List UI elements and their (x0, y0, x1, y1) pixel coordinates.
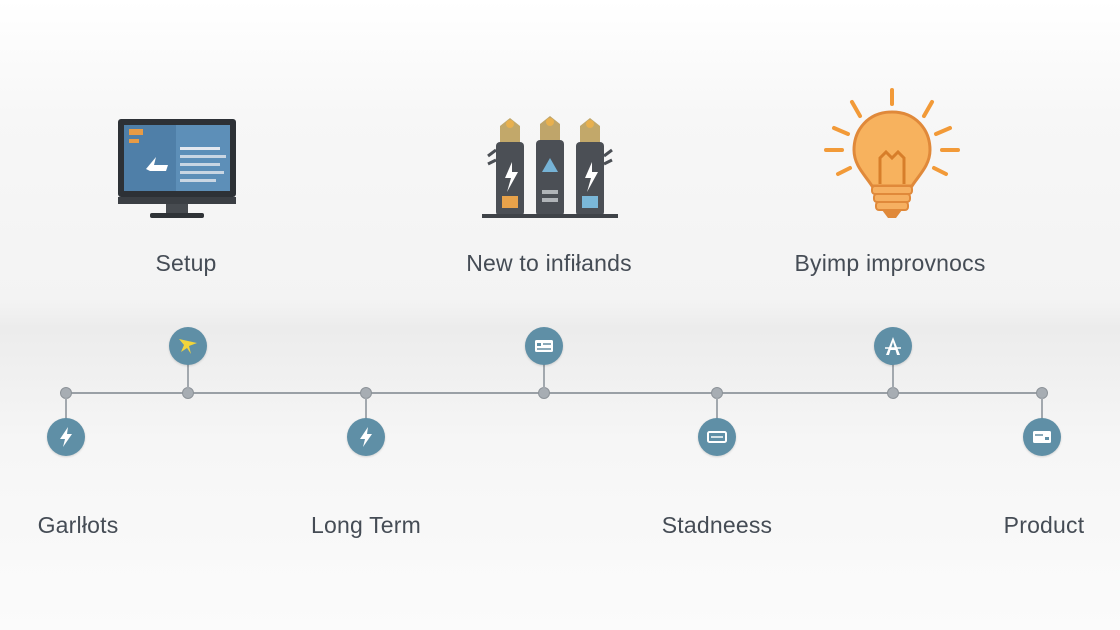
timeline-stem (365, 397, 367, 419)
timeline-stem (187, 364, 189, 388)
rectangle-icon (707, 431, 727, 443)
timeline-node-card-bottom[interactable] (1023, 418, 1061, 456)
letter-a-icon (885, 337, 901, 355)
timeline-line (66, 392, 1042, 394)
card-icon (535, 340, 553, 352)
timeline-stem (716, 397, 718, 419)
timeline-dot (182, 387, 194, 399)
timeline-node-rectangle[interactable] (698, 418, 736, 456)
label-new-to-infilands: New to infiłands (466, 250, 632, 276)
lightning-icon (360, 427, 372, 447)
timeline-node-lightning-1[interactable] (47, 418, 85, 456)
lightbulb-icon (822, 88, 962, 224)
label-setup: Setup (155, 250, 217, 276)
computer-monitor-icon (116, 117, 238, 223)
timeline-stem (1041, 397, 1043, 419)
timeline-stem (65, 397, 67, 419)
lightning-icon (60, 427, 72, 447)
label-product: Product (1003, 512, 1085, 538)
timeline-stem (543, 364, 545, 388)
label-stadneess: Stadneess (661, 512, 773, 538)
timeline-node-card-top[interactable] (525, 327, 563, 365)
label-long-term: Long Term (310, 512, 422, 538)
label-byimp-improvnocs: Byimp improvnocs (794, 250, 986, 276)
star-arrow-icon (179, 339, 197, 354)
timeline-dot (538, 387, 550, 399)
label-garliots: Garlłots (37, 512, 119, 538)
timeline-dot (887, 387, 899, 399)
timeline-node-lightning-2[interactable] (347, 418, 385, 456)
timeline-node-star[interactable] (169, 327, 207, 365)
timeline-stem (892, 364, 894, 388)
timeline-node-letter-a[interactable] (874, 327, 912, 365)
battery-rockets-icon (480, 114, 620, 222)
card-icon (1033, 431, 1051, 443)
